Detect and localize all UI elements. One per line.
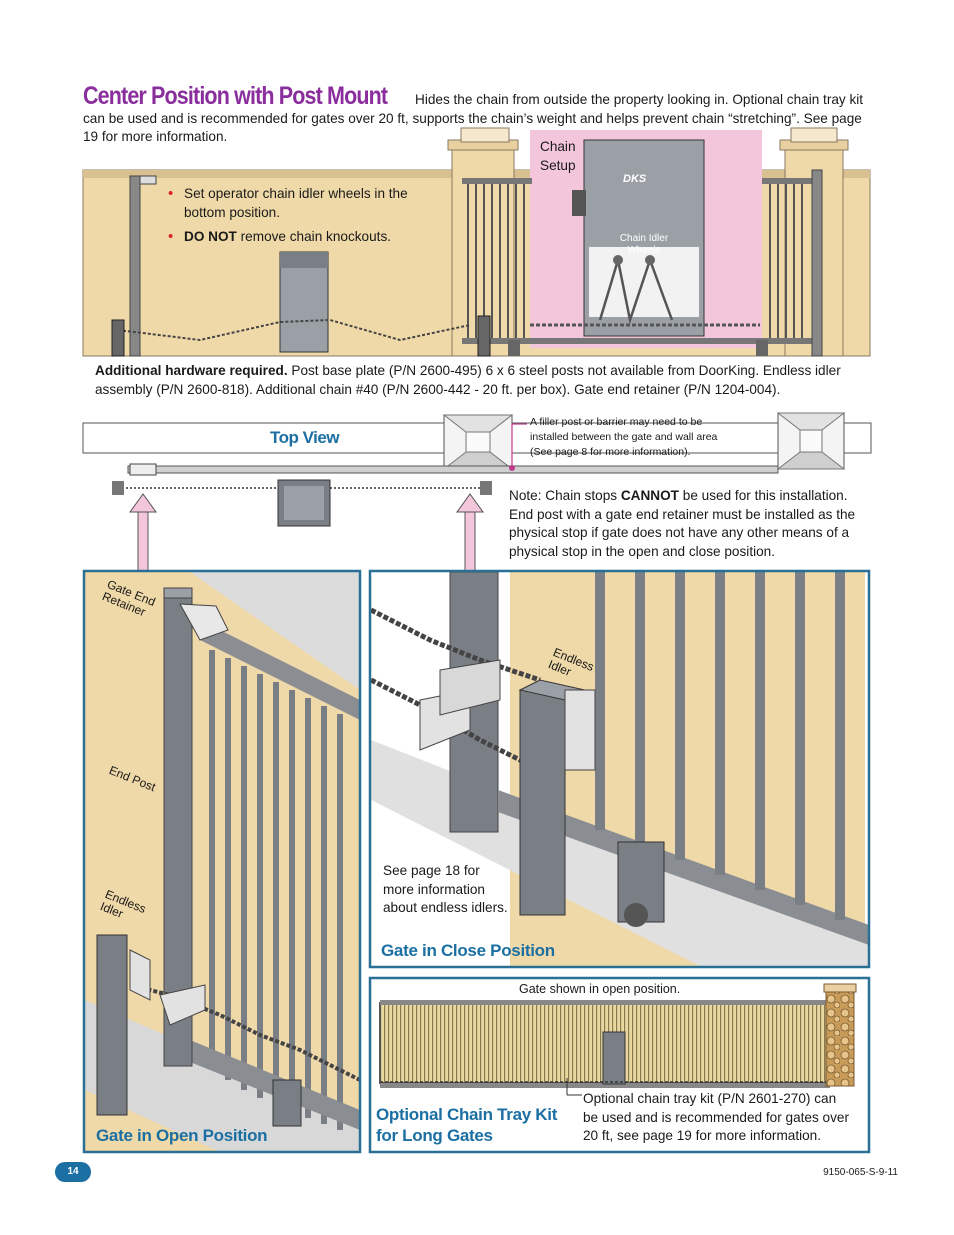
- top-view-illustration: [82, 412, 872, 581]
- hardware-note: Additional hardware required. Post base …: [95, 363, 841, 397]
- top-view-label: Top View: [270, 428, 340, 447]
- chain-setup-label: Chain Setup: [540, 139, 576, 173]
- bullet-idler-wheels: Set operator chain idler wheels in the b…: [168, 185, 438, 222]
- tray-panel-border: [368, 976, 871, 1154]
- page-number-badge: 14: [55, 1162, 91, 1182]
- elevation-illustration: [82, 127, 871, 357]
- operator-logo: DKS: [623, 173, 647, 185]
- tray-caption: Gate shown in open position.: [519, 982, 681, 996]
- setup-bullets: Set operator chain idler wheels in the b…: [168, 185, 438, 253]
- chain-stop-note: Note: Chain stops CANNOT be used for thi…: [509, 488, 856, 559]
- endless-idler-note: See page 18 for more information about e…: [383, 863, 508, 915]
- page-title: Center Position with Post Mount: [83, 82, 388, 110]
- tray-note: Optional chain tray kit (P/N 2601-270) c…: [583, 1091, 849, 1143]
- open-panel-border: [82, 569, 362, 1154]
- document-number: 9150-065-S-9-11: [823, 1167, 898, 1178]
- intro-text: Hides the chain from outside the propert…: [83, 92, 864, 144]
- open-position-title: Gate in Open Position: [96, 1126, 268, 1145]
- filler-post-note: A filler post or barrier may need to be …: [530, 416, 718, 458]
- close-position-title: Gate in Close Position: [381, 941, 555, 960]
- close-position-illustration: [369, 571, 869, 966]
- close-panel-border: [368, 569, 871, 969]
- open-position-illustration: [85, 572, 361, 1152]
- tray-title: Optional Chain Tray Kit for Long Gates: [376, 1105, 558, 1145]
- idler-wheels-label: Chain Idler Wheels: [619, 233, 669, 256]
- bullet-knockouts: DO NOT remove chain knockouts.: [168, 228, 438, 247]
- tray-illustration: [379, 983, 857, 1096]
